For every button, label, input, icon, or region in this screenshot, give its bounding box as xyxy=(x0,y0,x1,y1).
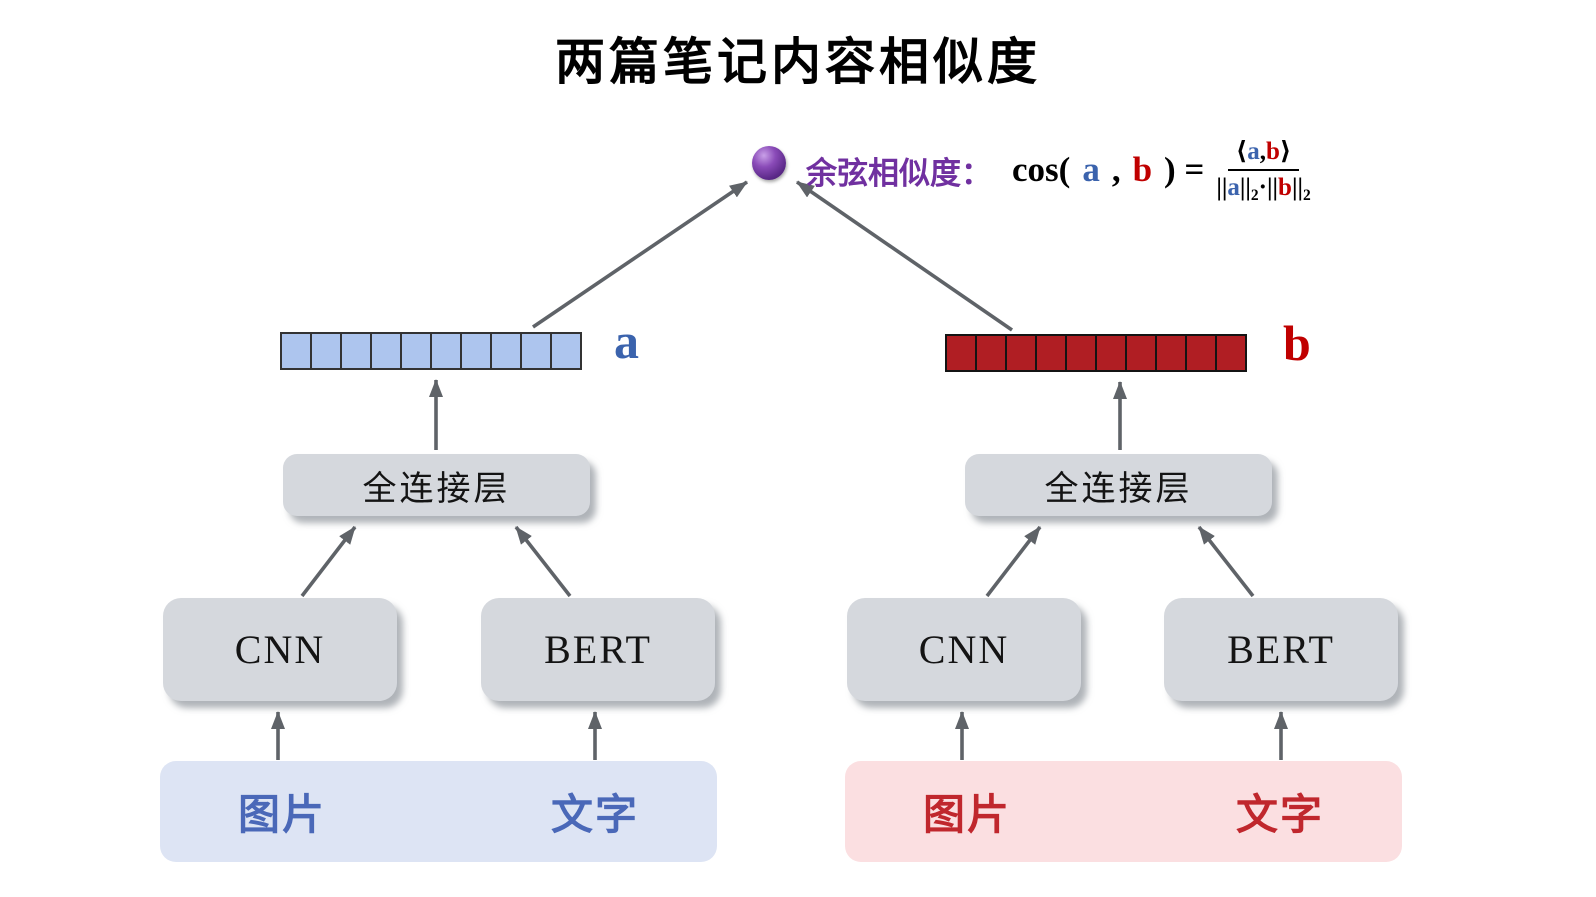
cnn-box-right: CNN xyxy=(847,598,1081,701)
vector-cell xyxy=(1155,334,1187,372)
numerator-a: a xyxy=(1247,138,1260,165)
vector-cell xyxy=(280,332,312,370)
vector-right xyxy=(945,334,1247,372)
vector-cell xyxy=(550,332,582,370)
norm-a-subscript: 2 xyxy=(1250,186,1259,204)
denominator-a: a xyxy=(1227,174,1240,201)
denominator-b: b xyxy=(1278,174,1292,201)
vector-cell xyxy=(340,332,372,370)
fraction-numerator: ⟨a, b⟩ xyxy=(1227,138,1300,171)
image-label-right: 图片 xyxy=(923,790,1012,839)
numerator-b: b xyxy=(1265,138,1280,165)
vector-right-cells xyxy=(945,334,1247,372)
norm-b-close: || xyxy=(1291,174,1303,201)
page-title: 两篇笔记内容相似度 xyxy=(555,33,1041,91)
denominator-dot: · xyxy=(1258,174,1268,201)
arrow-vector-a-to-dot xyxy=(531,180,749,329)
vector-left-cells xyxy=(280,332,582,370)
cosine-formula: 余弦相似度： cos(a, b) = ⟨a, b⟩ ||a||2 · ||b||… xyxy=(806,128,1311,212)
vector-cell xyxy=(1035,334,1067,372)
vector-cell xyxy=(1065,334,1097,372)
arrow-bert-to-fc-right xyxy=(1197,525,1255,598)
formula-b: b xyxy=(1132,150,1153,189)
vector-cell xyxy=(370,332,402,370)
bert-box-right: BERT xyxy=(1164,598,1398,701)
numerator-comma: , xyxy=(1259,138,1266,165)
fc-label-right: 全连接层 xyxy=(1044,468,1193,509)
vector-cell xyxy=(310,332,342,370)
vector-cell xyxy=(1005,334,1037,372)
vector-right-label: b xyxy=(1283,315,1311,371)
cnn-label-left: CNN xyxy=(234,627,326,672)
vector-cell xyxy=(460,332,492,370)
cosine-similarity-label: 余弦相似度： xyxy=(806,155,992,192)
vector-cell xyxy=(1185,334,1217,372)
fc-label-left: 全连接层 xyxy=(362,468,511,509)
cnn-label-right: CNN xyxy=(918,627,1010,672)
text-label-left: 文字 xyxy=(550,790,639,839)
vector-cell xyxy=(400,332,432,370)
vector-cell xyxy=(1095,334,1127,372)
cnn-box-left: CNN xyxy=(163,598,397,701)
cosine-sphere-icon xyxy=(752,146,786,180)
cosine-expression: cos(a, b) = ⟨a, b⟩ ||a||2 · ||b||2 xyxy=(1012,138,1311,204)
bert-label-left: BERT xyxy=(544,627,652,672)
arrow-cnn-to-fc-left xyxy=(300,525,357,598)
text-label-right: 文字 xyxy=(1235,790,1324,839)
image-label-left: 图片 xyxy=(238,790,327,839)
arrow-cnn-to-fc-right xyxy=(985,525,1042,598)
formula-comma: , xyxy=(1111,150,1121,189)
formula-cos-open: cos( xyxy=(1012,150,1071,189)
numerator-open-bracket: ⟨ xyxy=(1235,138,1248,165)
fc-box-right: 全连接层 xyxy=(965,454,1272,516)
vector-cell xyxy=(1215,334,1247,372)
vector-cell xyxy=(975,334,1007,372)
vector-cell xyxy=(1125,334,1157,372)
vector-cell xyxy=(945,334,977,372)
norm-b-subscript: 2 xyxy=(1302,186,1311,204)
formula-close-eq: ) = xyxy=(1164,150,1205,189)
norm-b-open: || xyxy=(1267,174,1279,201)
fraction-denominator: ||a||2 · ||b||2 xyxy=(1216,171,1311,204)
vector-left-label: a xyxy=(614,313,639,369)
input-panel-left: 图片 文字 xyxy=(160,761,717,862)
norm-a-open: || xyxy=(1216,174,1228,201)
formula-fraction: ⟨a, b⟩ ||a||2 · ||b||2 xyxy=(1216,138,1311,204)
arrow-bert-to-fc-left xyxy=(514,525,572,598)
bert-label-right: BERT xyxy=(1227,627,1335,672)
vector-left xyxy=(280,332,582,370)
fc-box-left: 全连接层 xyxy=(283,454,590,516)
norm-a-close: || xyxy=(1239,174,1251,201)
formula-a: a xyxy=(1082,150,1100,189)
vector-cell xyxy=(490,332,522,370)
bert-box-left: BERT xyxy=(481,598,715,701)
vector-cell xyxy=(430,332,462,370)
vector-cell xyxy=(520,332,552,370)
input-panel-right: 图片 文字 xyxy=(845,761,1402,862)
numerator-close-bracket: ⟩ xyxy=(1279,138,1292,165)
